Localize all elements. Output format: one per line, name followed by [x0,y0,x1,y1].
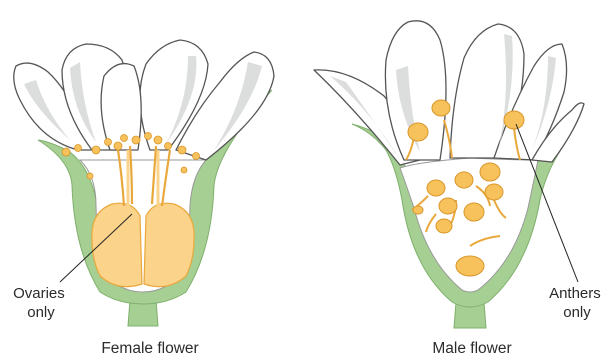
ovaries-label: Ovaries only [13,285,69,321]
female-flower-caption: Female flower [101,340,198,357]
anthers-label-line1: Anthers [549,285,601,302]
female-flower: Ovaries only Female flower [13,40,274,357]
anthers-label: Anthers only [549,285,605,321]
male-flower: Anthers only Male flower [314,21,605,357]
ovaries-label-line2: only [27,304,55,321]
ovaries-label-line1: Ovaries [13,285,65,302]
anthers-label-line2: only [563,304,591,321]
female-petals [14,40,274,160]
male-flower-caption: Male flower [432,340,511,357]
